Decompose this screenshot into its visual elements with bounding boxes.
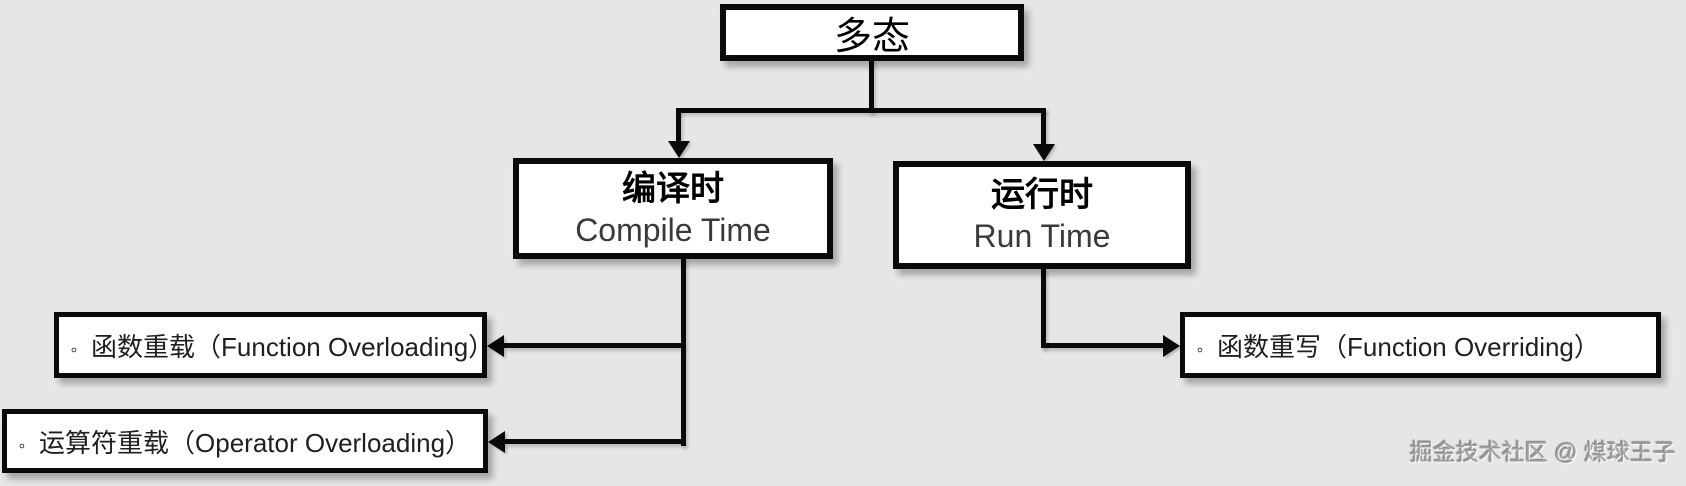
- connector-to-fn-override: [1041, 343, 1163, 348]
- node-operator-overloading: 。 运算符重载（Operator Overloading）: [2, 409, 488, 473]
- connector-compile-spine: [681, 256, 686, 446]
- arrowhead-right-fn-override-icon: [1163, 335, 1180, 357]
- node-function-overriding-label: 函数重写（Function Overriding）: [1217, 331, 1600, 362]
- arrowhead-left-fn-overload-icon: [487, 335, 504, 357]
- node-run-time-subtitle: Run Time: [973, 218, 1111, 254]
- node-function-overriding: 。 函数重写（Function Overriding）: [1180, 312, 1661, 378]
- bullet-icon: 。: [71, 337, 87, 355]
- bullet-icon: 。: [1197, 337, 1213, 355]
- connector-rail-to-compile: [676, 108, 681, 144]
- node-polymorphism-label: 多态: [833, 16, 910, 58]
- watermark: 掘金技术社区 @ 煤球王子: [1409, 439, 1676, 465]
- node-function-overloading: 。 函数重载（Function Overloading）: [54, 312, 494, 378]
- node-compile-time: 编译时 Compile Time: [513, 158, 833, 259]
- node-compile-time-subtitle: Compile Time: [575, 211, 771, 248]
- connector-runtime-spine: [1041, 267, 1046, 348]
- connector-horizontal-rail: [676, 108, 1046, 113]
- node-compile-time-title: 编译时: [622, 169, 724, 208]
- node-function-overloading-label: 函数重载（Function Overloading）: [91, 331, 495, 362]
- arrowhead-down-compile-icon: [668, 141, 690, 158]
- connector-to-op-overload: [504, 439, 684, 444]
- arrowhead-down-runtime-icon: [1033, 144, 1055, 161]
- node-operator-overloading-label: 运算符重载（Operator Overloading）: [39, 427, 472, 458]
- arrowhead-left-op-overload-icon: [488, 431, 505, 453]
- node-polymorphism: 多态: [720, 4, 1024, 61]
- connector-rail-to-runtime: [1041, 108, 1046, 148]
- connector-to-fn-overload: [503, 343, 684, 348]
- bullet-icon: 。: [19, 433, 35, 451]
- node-run-time: 运行时 Run Time: [893, 161, 1191, 269]
- connector-root-to-rail: [869, 57, 874, 113]
- node-run-time-title: 运行时: [991, 176, 1093, 214]
